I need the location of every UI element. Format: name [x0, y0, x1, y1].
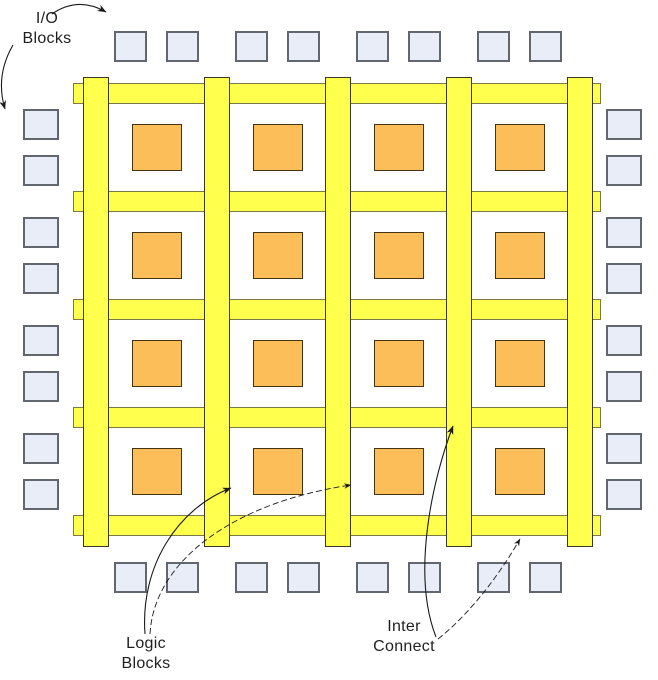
io-blocks-label-line2: Blocks — [22, 30, 72, 48]
interconnect-column — [446, 77, 472, 547]
interconnect-label-line1: Inter — [387, 618, 421, 635]
interconnect-column — [83, 77, 109, 547]
io-block — [408, 562, 441, 593]
io-block — [477, 31, 510, 62]
logic-block — [495, 232, 545, 279]
io-block — [606, 479, 642, 510]
logic-block — [253, 232, 303, 279]
logic-blocks-label-line1: Logic — [126, 635, 166, 652]
logic-block — [132, 340, 182, 387]
io-block — [529, 562, 562, 593]
io-block — [114, 31, 147, 62]
io-block — [23, 325, 59, 356]
io-block — [606, 109, 642, 140]
io-block — [356, 31, 389, 62]
logic-block — [253, 340, 303, 387]
io-block — [23, 479, 59, 510]
logic-block — [374, 448, 424, 495]
io-block — [606, 325, 642, 356]
io-block — [606, 263, 642, 294]
io-block — [23, 109, 59, 140]
logic-block — [253, 448, 303, 495]
io-block — [356, 562, 389, 593]
io-blocks-left-arrow — [0, 44, 14, 110]
io-block — [114, 562, 147, 593]
io-block — [23, 155, 59, 186]
io-block — [23, 263, 59, 294]
io-blocks-label-line1: I/O — [35, 10, 59, 27]
io-block — [23, 433, 59, 464]
io-block — [166, 31, 199, 62]
io-block — [606, 217, 642, 248]
logic-block — [495, 340, 545, 387]
interconnect-column — [567, 77, 593, 547]
logic-block — [132, 448, 182, 495]
interconnect-column — [204, 77, 230, 547]
logic-block — [132, 124, 182, 171]
interconnect-label: Inter Connect — [352, 617, 456, 658]
logic-blocks-label-line2: Blocks — [121, 655, 171, 673]
io-block — [606, 371, 642, 402]
io-block — [287, 562, 320, 593]
logic-block — [253, 124, 303, 171]
logic-blocks-label: Logic Blocks — [96, 634, 196, 675]
io-block — [477, 562, 510, 593]
io-block — [529, 31, 562, 62]
logic-block — [495, 448, 545, 495]
io-block — [166, 562, 199, 593]
io-blocks-label: I/O Blocks — [4, 9, 90, 50]
logic-block — [495, 124, 545, 171]
interconnect-label-line2: Connect — [373, 638, 435, 656]
io-block — [235, 31, 268, 62]
io-block — [235, 562, 268, 593]
io-block — [606, 433, 642, 464]
io-block — [287, 31, 320, 62]
io-block — [408, 31, 441, 62]
interconnect-column — [325, 77, 351, 547]
io-block — [23, 217, 59, 248]
io-block — [606, 155, 642, 186]
logic-blocks-arrow-2 — [149, 483, 352, 635]
logic-block — [374, 340, 424, 387]
logic-block — [132, 232, 182, 279]
io-block — [23, 371, 59, 402]
logic-block — [374, 232, 424, 279]
logic-block — [374, 124, 424, 171]
